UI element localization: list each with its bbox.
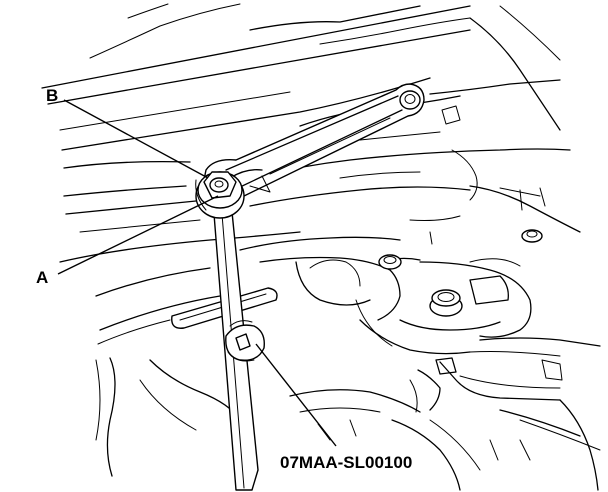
leader-b	[63, 99, 209, 179]
callout-label-b: B	[46, 86, 58, 105]
tool-handle	[225, 320, 265, 362]
leader-lines	[57, 99, 337, 447]
callout-label-a: A	[36, 268, 48, 287]
tool-part-number-label: 07MAA-SL00100	[280, 453, 412, 472]
background-fasteners	[378, 229, 543, 375]
vehicle-underbody-lines	[41, 3, 601, 491]
leader-a	[57, 195, 219, 275]
nut-fastener	[195, 171, 245, 219]
leader-tool	[255, 343, 337, 447]
